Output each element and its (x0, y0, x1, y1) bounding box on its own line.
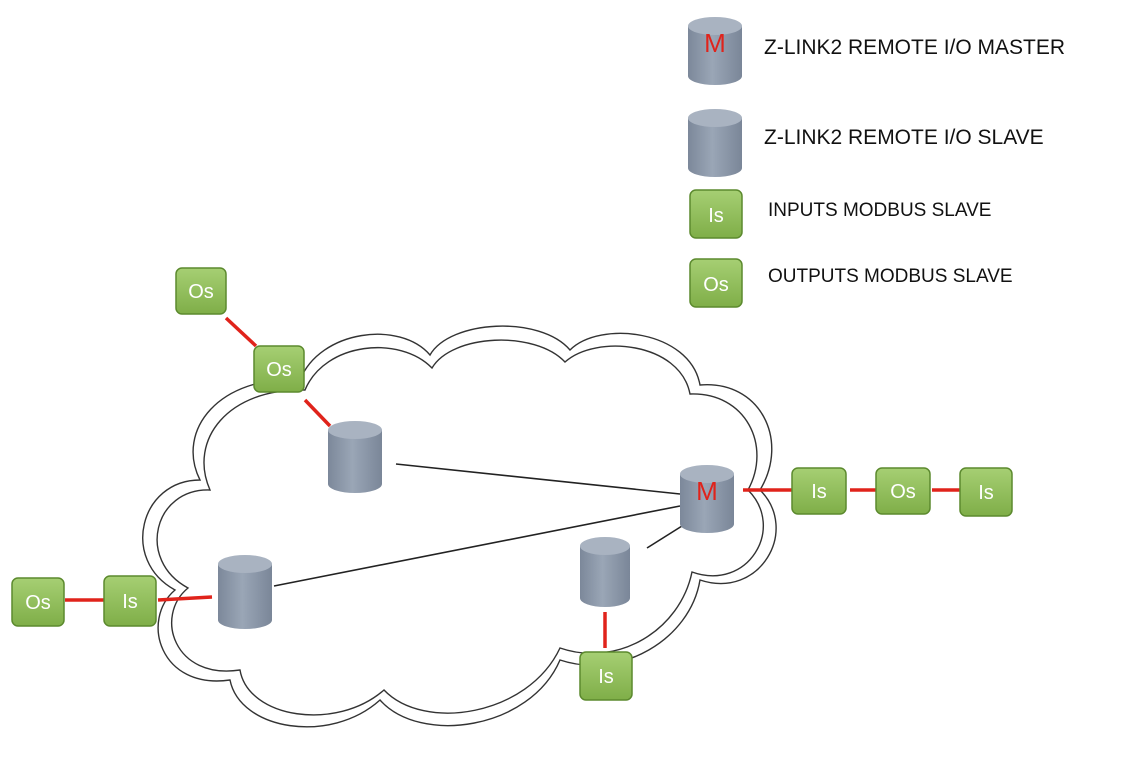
cloud-outline-inner (156, 339, 765, 716)
legend-inputs-module: Is (689, 189, 743, 239)
legend-slave-label: Z-LINK2 REMOTE I/O SLAVE (764, 126, 1044, 149)
module-left-outer-label: Os (25, 592, 51, 614)
red-link-is-slave-left (157, 595, 213, 602)
module-left-outer: Os (11, 577, 65, 627)
module-right-2: Os (875, 467, 931, 515)
legend-outputs-module: Os (689, 258, 743, 308)
legend-master-label: Z-LINK2 REMOTE I/O MASTER (764, 36, 1066, 59)
module-top-left-inner-label: Os (266, 359, 292, 381)
module-right-3: Is (959, 467, 1013, 517)
legend-inputs-symbol: Is (708, 205, 724, 227)
module-right-3-label: Is (978, 482, 994, 504)
master-letter: M (696, 476, 718, 506)
network-links (273, 463, 683, 587)
slave-cylinder-left (218, 555, 272, 629)
module-bottom: Is (579, 651, 633, 701)
module-top-left-outer-label: Os (188, 281, 214, 303)
legend-master-letter: M (704, 28, 726, 58)
module-left-inner: Is (103, 575, 157, 627)
link-master-slave-bottom (646, 525, 683, 549)
legend-inputs-label: INPUTS MODBUS SLAVE (768, 200, 992, 221)
link-master-slave-top (395, 463, 681, 495)
red-link-os-os (224, 316, 258, 348)
master-cylinder: M (680, 465, 734, 533)
legend-master-cylinder: M (688, 17, 742, 85)
module-right-1: Is (791, 467, 847, 515)
legend-outputs-symbol: Os (703, 274, 729, 296)
slave-cylinder-bottom (580, 537, 630, 607)
red-link-os-slave (303, 398, 332, 428)
slave-cylinder-top (328, 421, 382, 493)
link-master-slave-left (273, 505, 681, 587)
legend-slave-cylinder (688, 109, 742, 177)
module-right-1-label: Is (811, 481, 827, 503)
module-bottom-label: Is (598, 666, 614, 688)
legend-outputs-label: OUTPUTS MODBUS SLAVE (768, 266, 1013, 287)
module-right-2-label: Os (890, 481, 916, 503)
red-links (65, 316, 960, 648)
module-left-inner-label: Is (122, 591, 138, 613)
module-top-left-inner: Os (253, 345, 305, 393)
module-top-left-outer: Os (175, 267, 227, 315)
